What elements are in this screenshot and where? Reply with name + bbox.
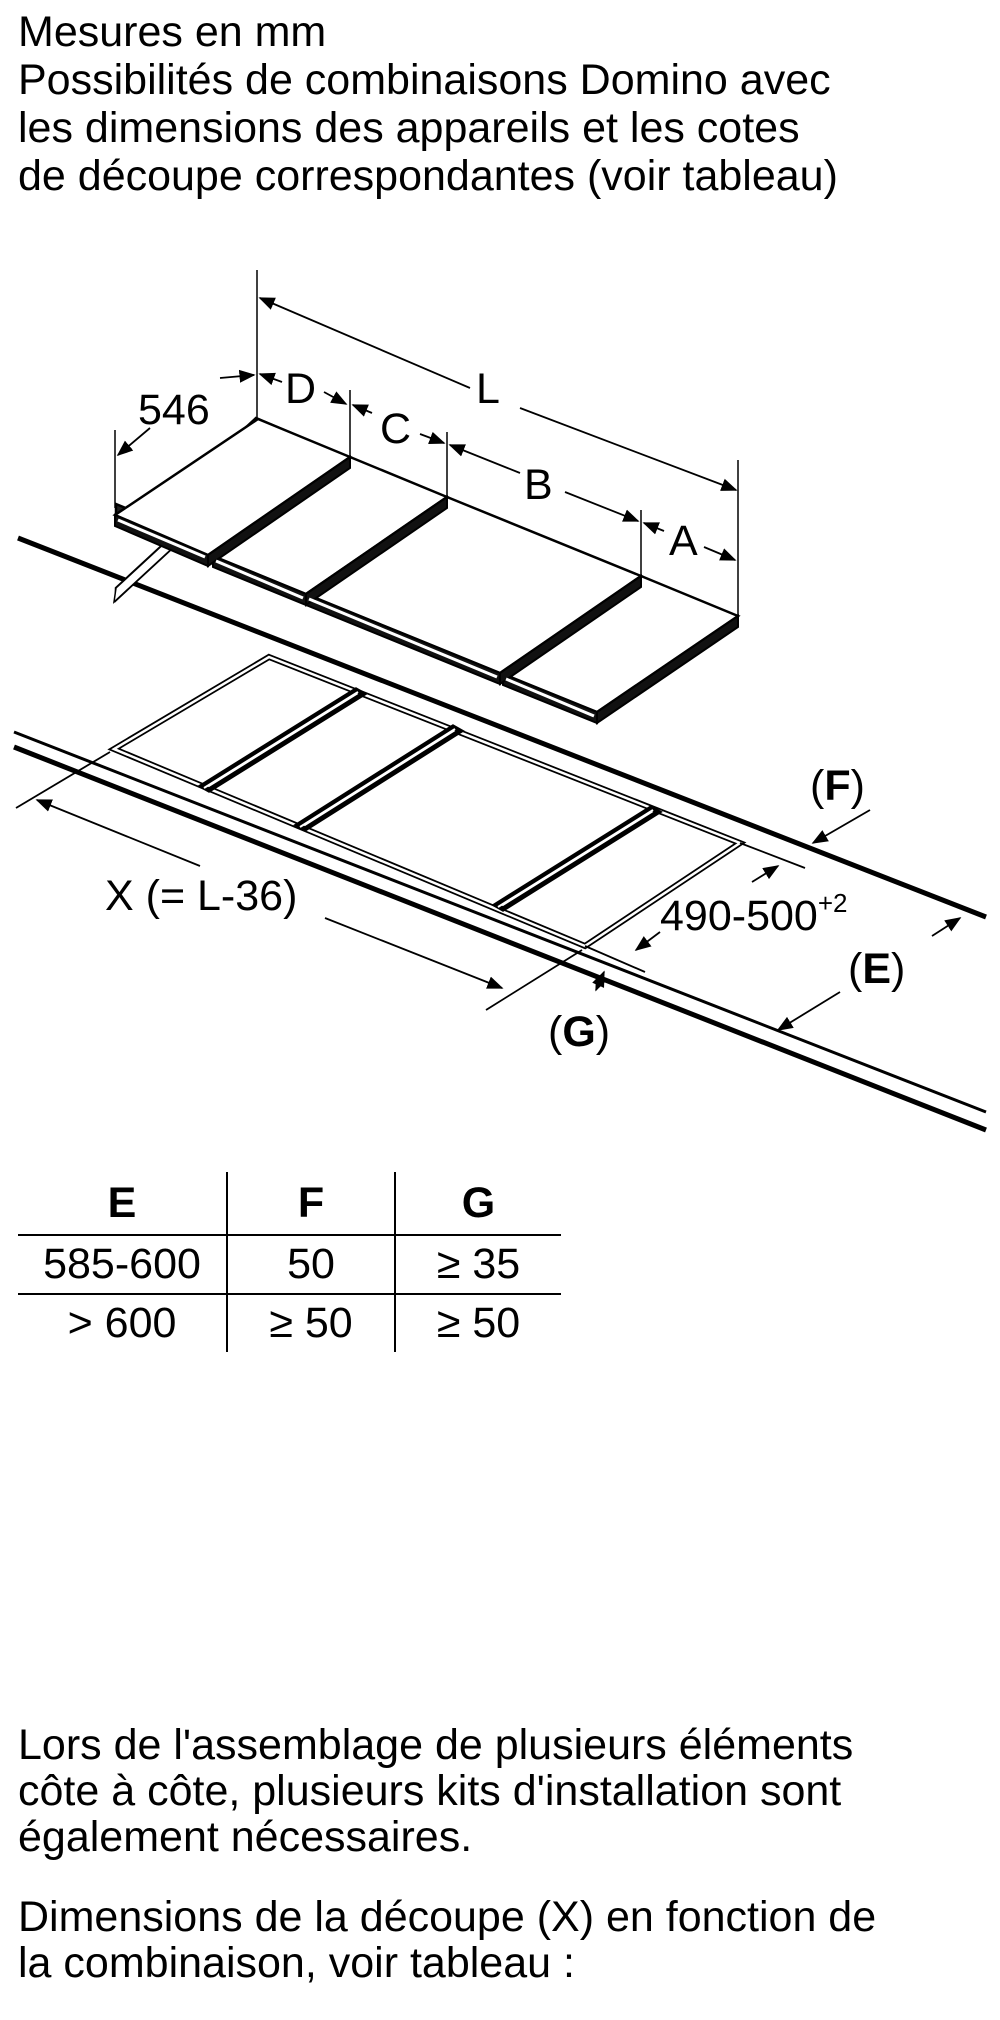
label-d: D bbox=[285, 365, 316, 413]
label-g: (G) bbox=[548, 1008, 610, 1056]
measure-unit-line: Mesures en mm bbox=[18, 8, 327, 56]
label-a: A bbox=[669, 517, 698, 565]
table-row: 585-600 50 ≥ 35 bbox=[18, 1235, 561, 1294]
dim-cutout-depth-line-b bbox=[634, 931, 661, 951]
dimension-extension-lines bbox=[114, 270, 739, 616]
installation-notes: Lors de l'assemblage de plusieurs élémen… bbox=[18, 1722, 978, 2020]
label-c: C bbox=[380, 405, 411, 453]
table-header-row: E F G bbox=[18, 1172, 561, 1235]
table-cell-e: > 600 bbox=[18, 1294, 228, 1352]
dim-x-ext-left bbox=[15, 751, 111, 809]
dim-x-line-a bbox=[35, 799, 201, 867]
intro-line-2: Possibilités de combinaisons Domino avec bbox=[18, 56, 831, 104]
dim-e-line-b bbox=[776, 991, 841, 1031]
dim-d-line-a bbox=[258, 372, 283, 386]
dim-cutout-depth-ext-a bbox=[739, 842, 806, 869]
dim-x-line-b bbox=[324, 917, 504, 989]
label-cutout-depth: 490-500+2 bbox=[660, 888, 847, 940]
mounting-bracket-2 bbox=[293, 724, 465, 832]
dim-546-line-a bbox=[116, 427, 151, 457]
dim-x-ext-right bbox=[485, 949, 583, 1011]
domino-installation-diagram: 546 D L C B A (F) X (= L-36) 490-500+2 (… bbox=[13, 270, 987, 1133]
mounting-bracket-3 bbox=[491, 805, 663, 912]
table-header-g: G bbox=[461, 1178, 496, 1227]
label-l: L bbox=[476, 365, 500, 413]
table-cell-f: 50 bbox=[227, 1235, 396, 1294]
table-cell-g: ≥ 35 bbox=[436, 1240, 521, 1288]
table-row: > 600 ≥ 50 ≥ 50 bbox=[18, 1294, 561, 1352]
table-cell-f: ≥ 50 bbox=[227, 1294, 396, 1352]
table-header-f: F bbox=[227, 1172, 396, 1235]
table-cell-g: ≥ 50 bbox=[436, 1299, 521, 1347]
dim-f-line bbox=[811, 809, 871, 844]
dim-e-line-a bbox=[931, 917, 962, 937]
countertop-edges bbox=[13, 535, 987, 1133]
dim-l-line-b bbox=[519, 407, 738, 491]
intro-line-3: les dimensions des appareils et les cote… bbox=[18, 104, 800, 152]
label-f: (F) bbox=[810, 762, 865, 810]
label-546: 546 bbox=[138, 386, 210, 434]
label-x: X (= L-36) bbox=[105, 872, 297, 920]
dim-c-line-a bbox=[351, 404, 373, 417]
intro-line-4: de découpe correspondantes (voir tableau… bbox=[18, 152, 838, 200]
dim-b-line-a bbox=[448, 444, 521, 474]
dim-546-line-b bbox=[219, 369, 256, 383]
mounting-bracket-1 bbox=[197, 687, 368, 793]
dimension-labels: 546 D L C B A (F) X (= L-36) 490-500+2 (… bbox=[105, 365, 905, 1056]
dim-b-line-b bbox=[564, 491, 640, 522]
note-cutout-dimensions: Dimensions de la découpe (X) en fonction… bbox=[18, 1893, 877, 1987]
dim-l-line-a bbox=[258, 297, 471, 389]
intro-text: Mesures en mm Possibilités de combinaiso… bbox=[18, 8, 978, 200]
note-multiple-kits: Lors de l'assemblage de plusieurs élémen… bbox=[18, 1721, 854, 1861]
dim-a-line-b bbox=[703, 546, 737, 561]
label-e: (E) bbox=[848, 945, 905, 993]
table-cell-e: 585-600 bbox=[18, 1235, 228, 1294]
dim-cutout-depth-ext-b bbox=[584, 945, 646, 973]
dim-g-line bbox=[592, 970, 608, 992]
dim-c-line-b bbox=[419, 431, 446, 444]
dim-d-line-b bbox=[323, 391, 348, 405]
dim-a-line-a bbox=[642, 522, 665, 535]
label-b: B bbox=[524, 461, 553, 509]
table-header-e: E bbox=[18, 1172, 228, 1235]
dim-cutout-depth-line-a bbox=[751, 865, 780, 883]
clearance-table: E F G 585-600 50 ≥ 35 > 600 ≥ 50 ≥ 50 bbox=[18, 1172, 561, 1352]
dimension-lines bbox=[15, 297, 962, 1031]
hob-base-bevels bbox=[117, 518, 595, 718]
